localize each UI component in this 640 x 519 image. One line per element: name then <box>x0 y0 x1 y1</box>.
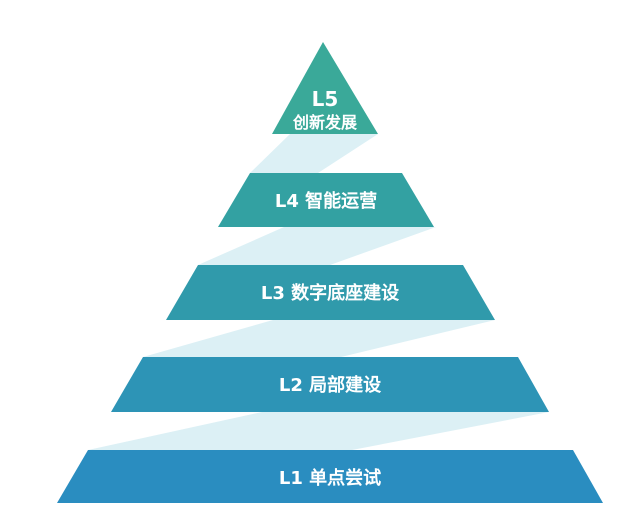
connector-band-l3-l2 <box>143 320 495 357</box>
level-2-label: L2 局部建设 <box>279 374 381 396</box>
level-5-title: 创新发展 <box>292 113 358 132</box>
level-5-code: L5 <box>312 87 339 111</box>
level-3-tier <box>166 265 495 320</box>
level-4-tier <box>218 173 434 227</box>
connector-band-l5-l4 <box>250 134 378 173</box>
level-3-label: L3 数字底座建设 <box>261 282 399 304</box>
level-2-tier <box>111 357 549 412</box>
level-5-triangle <box>272 42 378 134</box>
connector-band-l2-l1 <box>88 412 549 450</box>
connector-band-l4-l3 <box>198 227 436 265</box>
level-1-tier <box>57 450 603 503</box>
level-4-label: L4 智能运营 <box>275 190 377 212</box>
level-1-label: L1 单点尝试 <box>279 467 381 489</box>
